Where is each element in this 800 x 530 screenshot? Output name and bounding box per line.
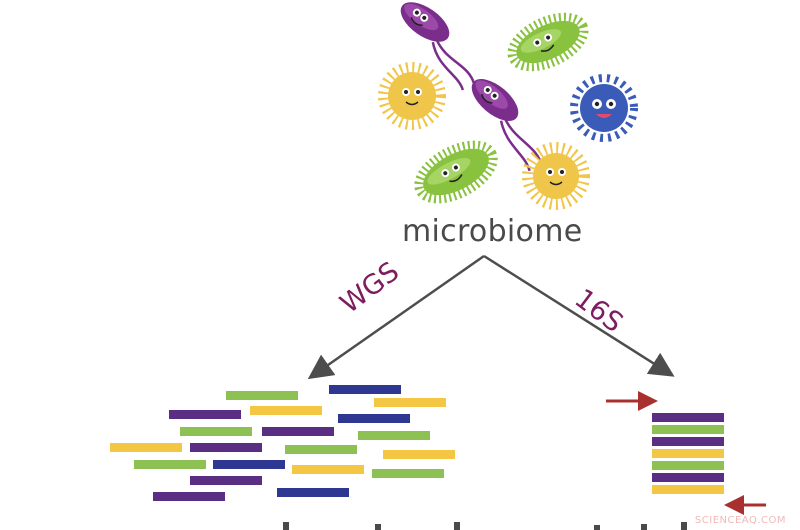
read-bar [277, 488, 349, 497]
cropped-bottom-text-fragments [283, 522, 687, 530]
read-bar [338, 414, 410, 423]
yellow-hairy-bacterium-right [522, 142, 590, 210]
amplicon-bar [652, 425, 724, 434]
read-bar [226, 391, 298, 400]
yellow-hairy-bacterium-left [378, 62, 446, 130]
read-bar [190, 476, 262, 485]
green-spiky-bacterium-bottom [414, 140, 498, 204]
microbiome-label: microbiome [402, 214, 583, 249]
forward-primer-arrow [606, 391, 658, 411]
purple-rod-bacterium-top [400, 2, 476, 91]
blue-virus [570, 74, 638, 142]
16s-arrow [483, 254, 675, 377]
read-bar [262, 427, 334, 436]
read-bar [383, 450, 455, 459]
read-bar [153, 492, 225, 501]
amplicon-bar [652, 485, 724, 494]
read-bar [169, 410, 241, 419]
read-bar [134, 460, 206, 469]
16s-amplicon-stack [652, 413, 724, 494]
amplicon-bar [652, 461, 724, 470]
amplicon-bar [652, 437, 724, 446]
wgs-arrow [307, 254, 485, 380]
amplicon-bar [652, 449, 724, 458]
read-bar [190, 443, 262, 452]
read-bar [285, 445, 357, 454]
read-bar [329, 385, 401, 394]
wgs-reads [110, 385, 455, 501]
read-bar [292, 465, 364, 474]
read-bar [372, 469, 444, 478]
read-bar [110, 443, 182, 452]
read-bar [374, 398, 446, 407]
watermark: SCIENCEAQ.COM [694, 515, 786, 526]
read-bar [180, 427, 252, 436]
amplicon-bar [652, 413, 724, 422]
read-bar [358, 431, 430, 440]
amplicon-bar [652, 473, 724, 482]
read-bar [250, 406, 322, 415]
reverse-primer-arrow [724, 495, 766, 515]
green-spiky-bacterium-top [507, 12, 589, 72]
read-bar [213, 460, 285, 469]
